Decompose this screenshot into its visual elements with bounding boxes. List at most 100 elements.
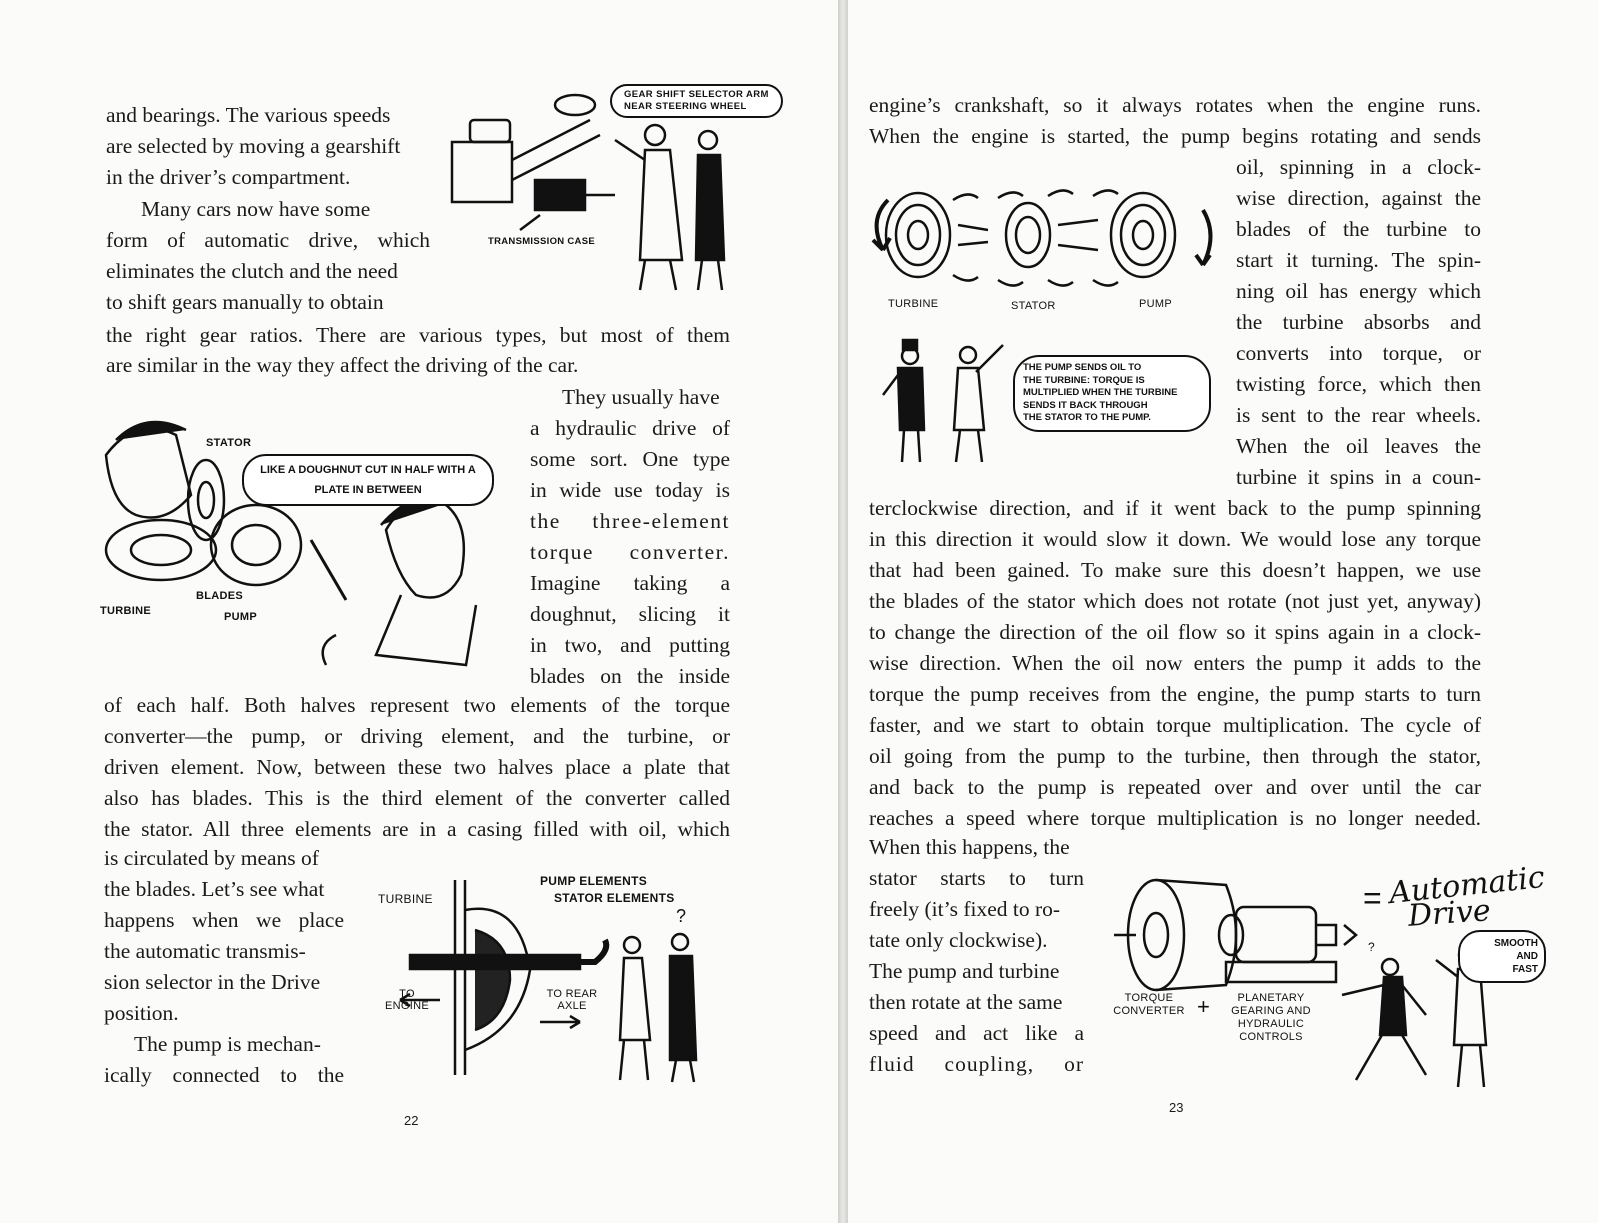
text-line: is sent to the rear wheels. (1236, 403, 1481, 427)
text-line: wise direction, against the (1236, 186, 1481, 210)
question-mark: ? (1368, 940, 1375, 954)
text-line: ning oil has energy which (1236, 279, 1481, 303)
text-line: converts into torque, or (1236, 341, 1481, 365)
text-line: is circulated by means of (104, 846, 319, 870)
text-line: When the oil leaves the (1236, 434, 1481, 458)
speech-bubble: SMOOTH AND FAST (1458, 930, 1546, 983)
book-gutter (838, 0, 848, 1223)
text-line: and bearings. The various speeds (106, 103, 391, 127)
text-line: oil going from the pump to the turbine, … (869, 744, 1481, 768)
bubble-line: FAST (1512, 964, 1538, 975)
doughnut-illustration (104, 420, 478, 667)
left-page: and bearings. The various speeds are sel… (0, 0, 838, 1223)
label-turbine: TURBINE (100, 605, 151, 617)
text-line: ically connected to the (104, 1063, 344, 1087)
label-to-engine: TO ENGINE (385, 988, 429, 1012)
bubble-line: NEAR STEERING WHEEL (624, 101, 747, 112)
bubble-line: THE TURBINE: TORQUE IS (1023, 374, 1145, 386)
text-line: doughnut, slicing it (530, 602, 730, 626)
bubble-line: THE PUMP SENDS OIL TO (1023, 362, 1142, 373)
label-stator: STATOR (1011, 300, 1056, 312)
text-line: fluid coupling, or (869, 1052, 1084, 1076)
text-line: a hydraulic drive of (530, 416, 730, 440)
text-line: to change the direction of the oil flow … (869, 620, 1481, 644)
label-turbine: TURBINE (888, 298, 939, 310)
text-line: wise direction. When the oil now enters … (869, 651, 1481, 675)
label-to-rear-axle: TO REAR AXLE (546, 988, 598, 1012)
label-torque-converter: TORQUE CONVERTER (1106, 992, 1192, 1018)
text-line: Imagine taking a (530, 571, 730, 595)
text-line: When the engine is started, the pump beg… (869, 124, 1481, 148)
speech-bubble: LIKE A DOUGHNUT CUT IN HALF WITH A PLATE… (242, 454, 494, 506)
question-mark: ? (676, 906, 687, 926)
bubble-line: THE STATOR TO THE PUMP. (1023, 412, 1151, 423)
text-line: reaches a speed where torque multiplicat… (869, 806, 1481, 830)
text-line: are selected by moving a gearshift (106, 134, 401, 158)
text-line: the right gear ratios. There are various… (106, 323, 730, 347)
page-number: 22 (404, 1113, 419, 1128)
bubble-line: MULTIPLIED WHEN THE TURBINE (1023, 387, 1178, 398)
plus-sign: + (1197, 994, 1211, 1019)
gearshift-illustration (450, 93, 726, 291)
bubble-line: GEAR SHIFT SELECTOR ARM (624, 89, 769, 100)
text-line: in wide use today is (530, 478, 730, 502)
text-line: torque converter. (530, 540, 730, 564)
label-line: PLANETARY (1237, 992, 1305, 1004)
right-page: engine’s crankshaft, so it always rotate… (848, 0, 1598, 1223)
text-line: the stator. All three elements are in a … (104, 817, 730, 841)
label-pump: PUMP (1139, 298, 1172, 310)
text-line: in two, and putting (530, 633, 730, 657)
text-line: to shift gears manually to obtain (106, 290, 384, 314)
text-line: eliminates the clutch and the need (106, 259, 398, 283)
text-line: terclockwise direction, and if it went b… (869, 496, 1481, 520)
text-line: Many cars now have some (141, 197, 371, 221)
label-blades: BLADES (196, 590, 244, 602)
label-stator-elements: STATOR ELEMENTS (554, 891, 675, 905)
text-line: happens when we place (104, 908, 344, 932)
text-line: speed and act like a (869, 1021, 1084, 1045)
text-line: that had been gained. To make sure this … (869, 558, 1481, 582)
text-line: blades on the inside (530, 664, 730, 688)
label-planetary-gearing: PLANETARY GEARING AND HYDRAULIC CONTROLS (1216, 992, 1326, 1044)
text-line: The pump is mechan- (134, 1032, 321, 1056)
text-line: the three-element (530, 509, 730, 533)
text-line: of each half. Both halves represent two … (104, 693, 730, 717)
label-pump: PUMP (224, 611, 257, 623)
converter-casing-illustration (399, 880, 698, 1083)
label-transmission-case: TRANSMISSION CASE (488, 236, 595, 247)
text-line: converter—the pump, or driving element, … (104, 724, 730, 748)
bubble-line: SENDS IT BACK THROUGH (1023, 399, 1148, 411)
text-line: are similar in the way they affect the d… (106, 353, 579, 377)
text-line: turbine it spins in a coun- (1236, 465, 1481, 489)
text-line: The pump and turbine (869, 959, 1060, 983)
text-line: in this direction it would slow it down.… (869, 527, 1481, 551)
speech-bubble: GEAR SHIFT SELECTOR ARM NEAR STEERING WH… (610, 84, 783, 118)
label-line: CONVERTER (1113, 1005, 1185, 1017)
text-line: start it turning. The spin- (1236, 248, 1481, 272)
label-line: CONTROLS (1239, 1031, 1303, 1043)
text-line: They usually have (562, 385, 720, 409)
label-line: TORQUE (1124, 992, 1174, 1004)
page-number: 23 (1169, 1100, 1184, 1115)
label-line: GEARING AND (1231, 1005, 1311, 1017)
text-line: the blades. Let’s see what (104, 877, 325, 901)
text-line: some sort. One type (530, 447, 730, 471)
equals-sign: = (1363, 880, 1382, 916)
text-line: engine’s crankshaft, so it always rotate… (869, 93, 1481, 117)
text-line: in the driver’s compartment. (106, 165, 351, 189)
text-line: faster, and we start to obtain torque mu… (869, 713, 1481, 737)
text-line: the automatic transmis- (104, 939, 306, 963)
text-line: and back to the pump is repeated over an… (869, 775, 1481, 799)
text-line: then rotate at the same (869, 990, 1063, 1014)
text-line: twisting force, which then (1236, 372, 1481, 396)
text-line: torque the pump receives from the engine… (869, 682, 1481, 706)
text-line: also has blades. This is the third eleme… (104, 786, 730, 810)
text-line: tate only clockwise). (869, 928, 1048, 952)
text-line: freely (it’s fixed to ro- (869, 897, 1061, 921)
text-line: the turbine absorbs and (1236, 310, 1481, 334)
bubble-line: AND (1516, 951, 1538, 962)
bubble-text: LIKE A DOUGHNUT CUT IN HALF WITH A PLATE… (260, 464, 476, 496)
label-line: HYDRAULIC (1237, 1018, 1305, 1030)
label-stator: STATOR (206, 437, 252, 449)
text-line: form of automatic drive, which (106, 228, 430, 252)
